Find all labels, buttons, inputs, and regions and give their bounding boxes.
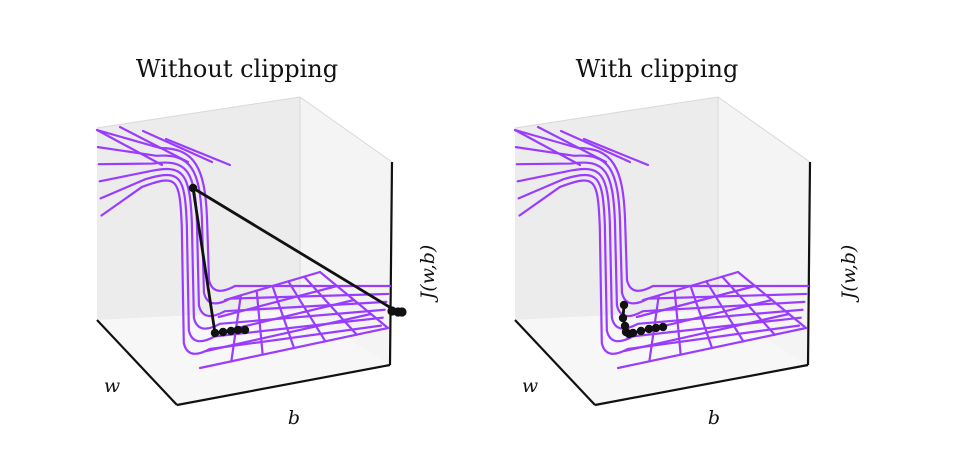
j-axis-line xyxy=(806,161,812,366)
surface-b-line xyxy=(95,128,164,167)
surface-b-line xyxy=(164,137,232,167)
surface-w-line xyxy=(98,167,386,330)
surface-w-line xyxy=(616,326,808,370)
surface-w-line xyxy=(623,312,791,353)
trajectory-point xyxy=(636,326,646,336)
trajectory-point xyxy=(233,325,243,335)
surface-w-line xyxy=(217,284,339,319)
surface-w-line xyxy=(99,174,384,343)
trajectory-point xyxy=(658,322,668,332)
gradient-descent-trajectory xyxy=(188,183,407,338)
trajectory-point xyxy=(618,313,628,323)
trajectory-point xyxy=(651,323,661,333)
w-axis-line xyxy=(96,319,178,406)
j-axis-label: J(w,b) xyxy=(838,245,860,304)
trajectory-point xyxy=(397,307,407,317)
left-pane xyxy=(97,97,300,320)
trajectory-point xyxy=(620,321,630,331)
surface-w-line xyxy=(517,174,802,343)
b-axis-line xyxy=(176,363,391,407)
surface-w-line xyxy=(198,326,390,370)
panel-title-without-clipping: Without clipping xyxy=(136,55,338,83)
trajectory-point xyxy=(226,326,236,336)
surface-w-line xyxy=(641,270,740,302)
trajectory-point xyxy=(240,325,250,335)
surface-b-line xyxy=(118,125,190,164)
surface-w-line xyxy=(635,284,757,319)
panel-title-with-clipping: With clipping xyxy=(576,55,739,83)
surface-b-line xyxy=(559,129,632,164)
surface-b-line xyxy=(582,137,650,167)
trajectory-point xyxy=(644,324,654,334)
surface-w-line xyxy=(223,270,322,302)
b-axis-label: b xyxy=(288,407,300,429)
surface-w-line xyxy=(513,128,810,292)
gradient-descent-trajectory xyxy=(618,300,668,339)
w-axis-label: w xyxy=(104,375,120,397)
j-axis-line xyxy=(388,161,394,366)
surface-w-line xyxy=(100,179,383,355)
j-axis-label: J(w,b) xyxy=(417,245,439,304)
w-axis-label: w xyxy=(522,375,538,397)
surface-b-line xyxy=(513,128,582,167)
left-pane xyxy=(515,97,718,320)
surface-w-line xyxy=(515,161,806,318)
trajectory-point xyxy=(188,183,198,193)
surface-w-line xyxy=(95,128,392,292)
surface-w-line xyxy=(514,146,808,305)
trajectory-point xyxy=(218,327,228,337)
b-axis-label: b xyxy=(708,407,720,429)
trajectory-point xyxy=(619,300,629,310)
surface-w-line xyxy=(205,312,373,353)
surface-w-line xyxy=(518,179,801,355)
trajectory-point xyxy=(210,328,220,338)
surface-b-line xyxy=(141,129,214,164)
surface-b-line xyxy=(536,125,608,164)
panel-with-clipping: With clipping w b J(w,b) xyxy=(513,55,860,429)
panel-without-clipping: Without clipping w b J(w,b) xyxy=(95,55,439,429)
b-axis-line xyxy=(594,363,809,407)
w-axis-line xyxy=(514,319,596,406)
surface-w-line xyxy=(96,146,390,305)
